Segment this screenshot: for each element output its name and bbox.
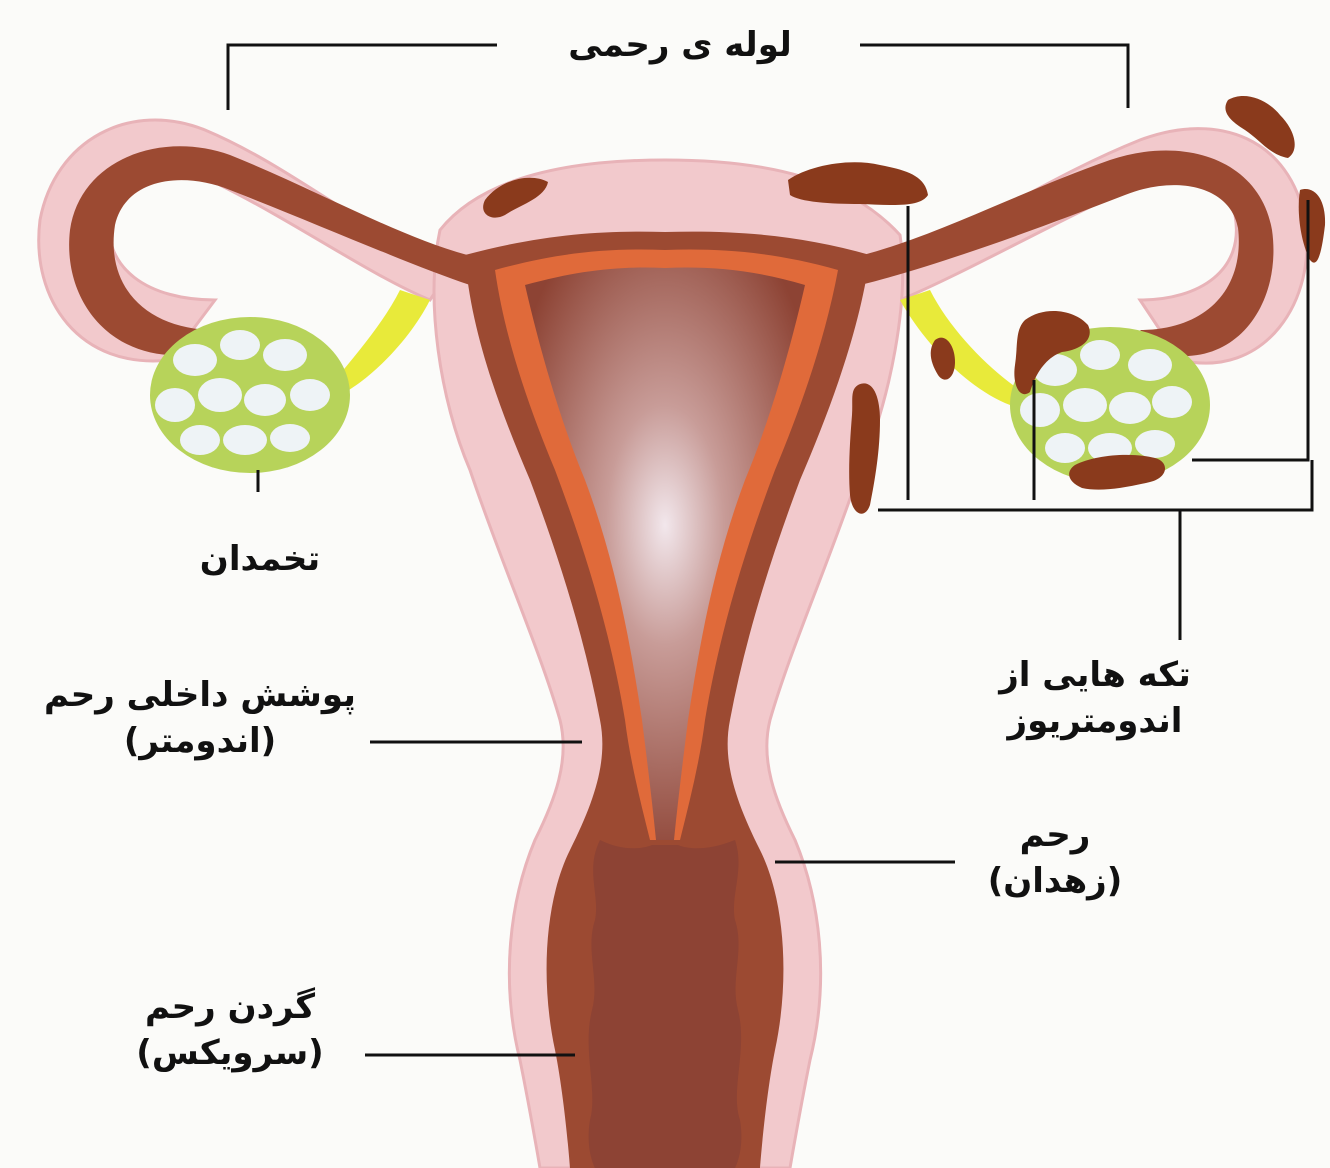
cervical-canal <box>589 840 742 1168</box>
patch <box>788 162 928 205</box>
endometriosis-line1: تکه هایی از <box>985 652 1205 698</box>
fallopian-tube-label: لوله ی رحمی <box>540 22 820 68</box>
cervix-line2: (سرویکس) <box>100 1030 360 1076</box>
endometrium-line2: (اندومتر) <box>40 718 360 764</box>
endometriosis-label: تکه هایی از اندومتریوز <box>985 652 1205 744</box>
endometrium-line1: پوشش داخلی رحم <box>40 672 360 718</box>
patch <box>849 383 880 513</box>
ovary-label: تخمدان <box>150 536 370 582</box>
cervix-line1: گردن رحم <box>100 984 360 1030</box>
left-ovary <box>150 317 350 473</box>
ovary-text: تخمدان <box>150 536 370 582</box>
fallopian-tube-leader-right <box>860 45 1128 108</box>
endometriosis-line2: اندومتریوز <box>985 698 1205 744</box>
fallopian-tube-text: لوله ی رحمی <box>540 22 820 68</box>
uterus-label: رحم (زهدان) <box>965 812 1145 904</box>
left-ovarian-ligament <box>335 290 430 395</box>
fallopian-tube-leader-left <box>228 45 497 110</box>
right-ovarian-ligament <box>900 290 1020 405</box>
endometrium-label: پوشش داخلی رحم (اندومتر) <box>40 672 360 764</box>
uterus-line2: (زهدان) <box>965 858 1145 904</box>
cervix-label: گردن رحم (سرویکس) <box>100 984 360 1076</box>
uterus-line1: رحم <box>965 812 1145 858</box>
